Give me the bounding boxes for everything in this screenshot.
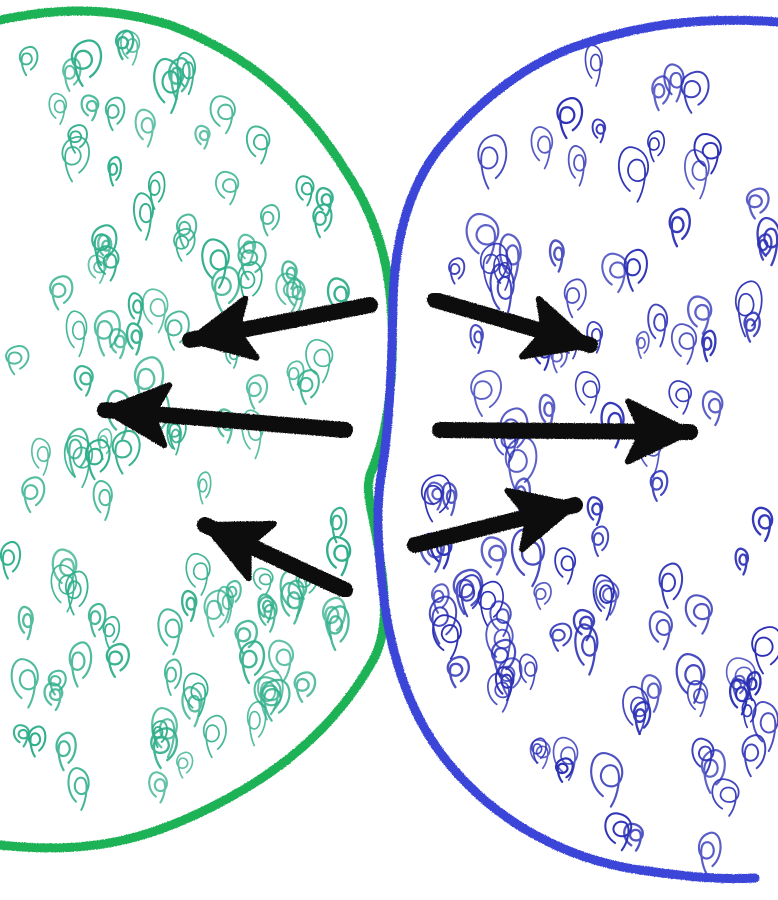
diagram-canvas — [0, 0, 778, 900]
